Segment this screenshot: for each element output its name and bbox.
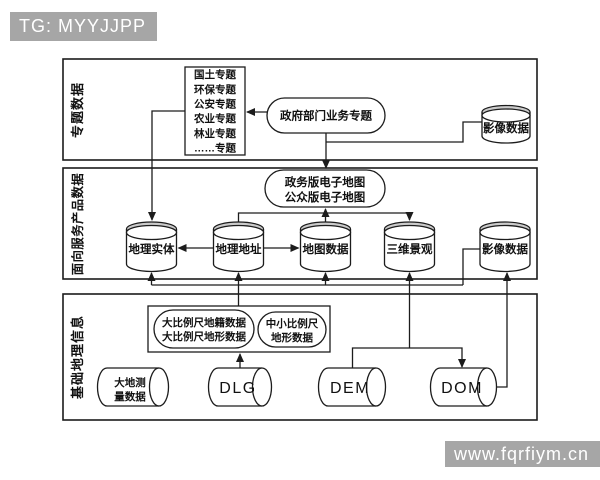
connector-bus-to-imagemid (462, 248, 480, 285)
node-scene3d: 三维景观 (383, 221, 436, 273)
cylinder-cap (251, 367, 273, 407)
scene3d-label: 三维景观 (387, 242, 433, 256)
node-map-data: 地图数据 (299, 221, 352, 273)
geo-entity-label: 地理实体 (129, 242, 175, 256)
arrow-dom-to-imagemid (497, 272, 511, 388)
cylinder-body (125, 229, 178, 273)
tier-labels: 专题数据 面向服务产品数据 基础地理信息 (70, 82, 85, 400)
node-scale-container: 大比例尺地籍数据 大比例尺地形数据 中小比例尺 地形数据 (147, 305, 331, 353)
arrow-themelist-to-geoentity (148, 110, 185, 221)
geodetic-line2: 量数据 (114, 390, 146, 403)
cylinder-top-face (383, 224, 436, 241)
thematic-item: 环保专题 (194, 83, 236, 96)
cylinder-body (96, 367, 159, 407)
tier-label-service: 面向服务产品数据 (70, 173, 85, 276)
tag-watermark-text: TG: MYYJJPP (19, 16, 147, 36)
node-geo-entity: 地理实体 (125, 221, 178, 273)
node-thematic-list: 国土专题 环保专题 公安专题 农业专题 林业专题 ……专题 (184, 66, 246, 156)
cylinder-cap (476, 367, 498, 407)
mid-small-scale-line2: 地形数据 (271, 331, 313, 344)
thematic-item: 农业专题 (193, 112, 236, 125)
dem-label: DEM (330, 380, 370, 397)
url-watermark-text: www.fqrfiym.cn (454, 443, 590, 464)
frame-basic-geo-info (62, 293, 538, 421)
node-image-data-top: 影像数据 (481, 104, 531, 144)
cylinder-body (479, 229, 531, 273)
gov-business-shape (266, 97, 386, 134)
cylinder-body (212, 229, 265, 273)
node-geodetic: 大地测 量数据 (96, 367, 170, 407)
connector-imagetop-to-junction (326, 121, 482, 143)
gov-business-label: 政府部门业务专题 (280, 109, 372, 123)
dlg-label: DLG (219, 380, 256, 397)
large-scale-line2: 大比例尺地形数据 (162, 330, 246, 343)
node-dlg: DLG (207, 367, 273, 407)
large-scale-line1: 大比例尺地籍数据 (162, 316, 246, 329)
cylinder-top-face (481, 108, 531, 123)
node-gov-business: 政府部门业务专题 (266, 97, 386, 134)
cylinder-cap (365, 367, 387, 407)
thematic-item: 公安专题 (194, 98, 236, 111)
cylinder-cap (148, 367, 170, 407)
frame-thematic-data (62, 58, 538, 161)
cylinder-top-face (299, 224, 352, 241)
cylinder-body (299, 229, 352, 273)
mid-small-scale-line1: 中小比例尺 (266, 317, 319, 330)
map-data-label: 地图数据 (303, 242, 349, 256)
cylinder-body (383, 229, 436, 273)
node-dem: DEM (317, 367, 387, 407)
image-data-top-label: 影像数据 (483, 121, 529, 135)
thematic-list-box (184, 66, 246, 156)
emap-line2: 公众版电子地图 (285, 190, 366, 204)
node-dom: DOM (429, 367, 498, 407)
tier-frames (62, 58, 538, 421)
mid-small-scale-shape (257, 311, 327, 348)
cylinder-body (317, 367, 376, 407)
cylinder-top-face (212, 224, 265, 241)
tag-watermark-bar: TG: MYYJJPP (10, 12, 157, 41)
geo-address-label: 地理地址 (216, 242, 262, 256)
connectors (147, 108, 511, 388)
emap-line1: 政务版电子地图 (285, 175, 366, 189)
tier-label-thematic: 专题数据 (70, 82, 85, 138)
node-geo-address: 地理地址 (212, 221, 265, 273)
thematic-item: ……专题 (194, 142, 236, 155)
arrow-geoaddress-to-scene3d (237, 212, 414, 222)
url-watermark-bar: www.fqrfiym.cn (445, 441, 600, 467)
image-data-mid-label: 影像数据 (482, 242, 528, 256)
cylinder-top-face (479, 224, 531, 241)
cylinder-body (429, 367, 487, 407)
thematic-item: 国土专题 (194, 68, 236, 81)
dom-label: DOM (441, 380, 483, 397)
large-scale-shape (153, 309, 255, 349)
tier-label-basic: 基础地理信息 (70, 315, 85, 400)
node-image-data-mid: 影像数据 (479, 221, 531, 273)
geodetic-line1: 大地测 (114, 376, 146, 389)
emap-shape (264, 169, 386, 208)
connector-dem-branch-arrow-dom (351, 347, 466, 368)
cylinder-top-face (125, 224, 178, 241)
thematic-item: 林业专题 (194, 127, 236, 140)
node-emap: 政务版电子地图 公众版电子地图 (264, 169, 386, 208)
cylinder-body (207, 367, 262, 407)
frame-service-product-data (62, 167, 538, 280)
